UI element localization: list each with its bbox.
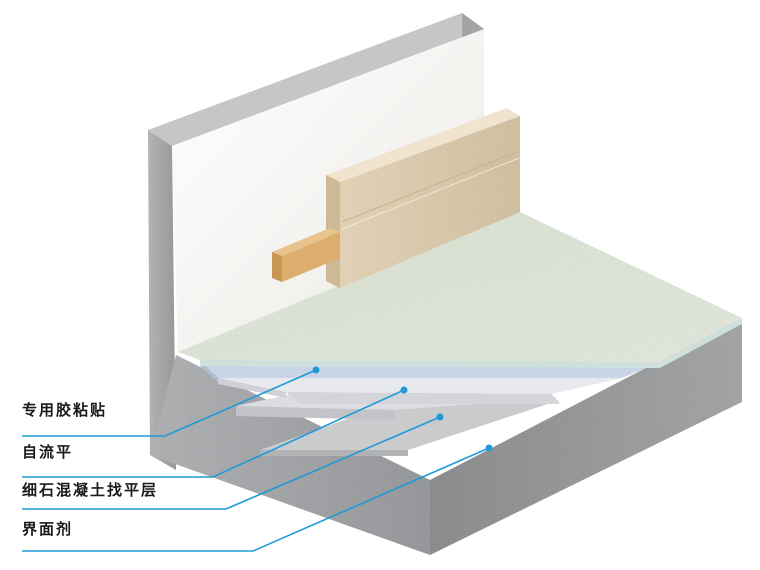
layer-label-interface-agent: 界面剂	[22, 518, 73, 539]
layer-label-adhesive: 专用胶粘贴	[22, 399, 107, 420]
layer-label-self-levelling: 自流平	[22, 441, 73, 462]
layer-label-concrete-screed: 细石混凝土找平层	[22, 479, 158, 500]
